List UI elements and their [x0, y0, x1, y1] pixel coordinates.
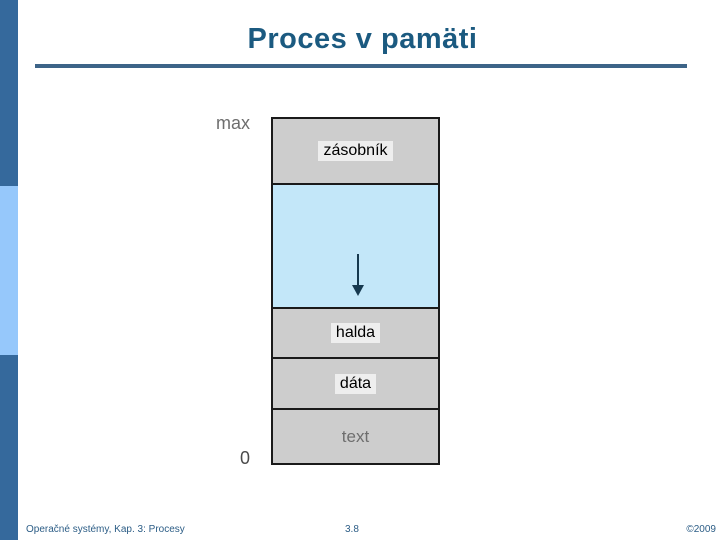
memory-segment-stack-label: zásobník — [318, 141, 393, 161]
memory-segment-free-space — [271, 185, 440, 374]
title-divider — [35, 64, 687, 68]
memory-segment-heap: halda — [271, 307, 440, 359]
footer-course-label: Operačné systémy, Kap. 3: Procesy — [26, 524, 185, 535]
memory-segment-data: dáta — [271, 359, 440, 410]
sidebar-band-bottom — [0, 355, 18, 540]
stack-growth-arrow-head-down-icon — [352, 285, 364, 296]
sidebar-band-top — [0, 0, 18, 186]
footer-slide-number: 3.8 — [345, 524, 359, 535]
memory-segment-stack: zásobník — [271, 117, 440, 185]
address-label-zero: 0 — [240, 448, 251, 468]
memory-layout-diagram: zásobník halda dáta text — [271, 117, 440, 465]
memory-segment-text-label: text — [341, 426, 370, 446]
sidebar-band-middle — [0, 186, 18, 355]
stack-growth-arrow-shaft — [357, 254, 359, 288]
memory-segment-heap-label: halda — [330, 323, 381, 343]
memory-segment-data-label: dáta — [334, 373, 377, 394]
address-label-max: max — [216, 113, 251, 133]
footer-copyright: ©2009 — [686, 524, 716, 535]
sidebar-decoration — [0, 0, 18, 540]
memory-segment-text: text — [271, 410, 440, 465]
page-title: Proces v pamäti — [247, 23, 478, 55]
